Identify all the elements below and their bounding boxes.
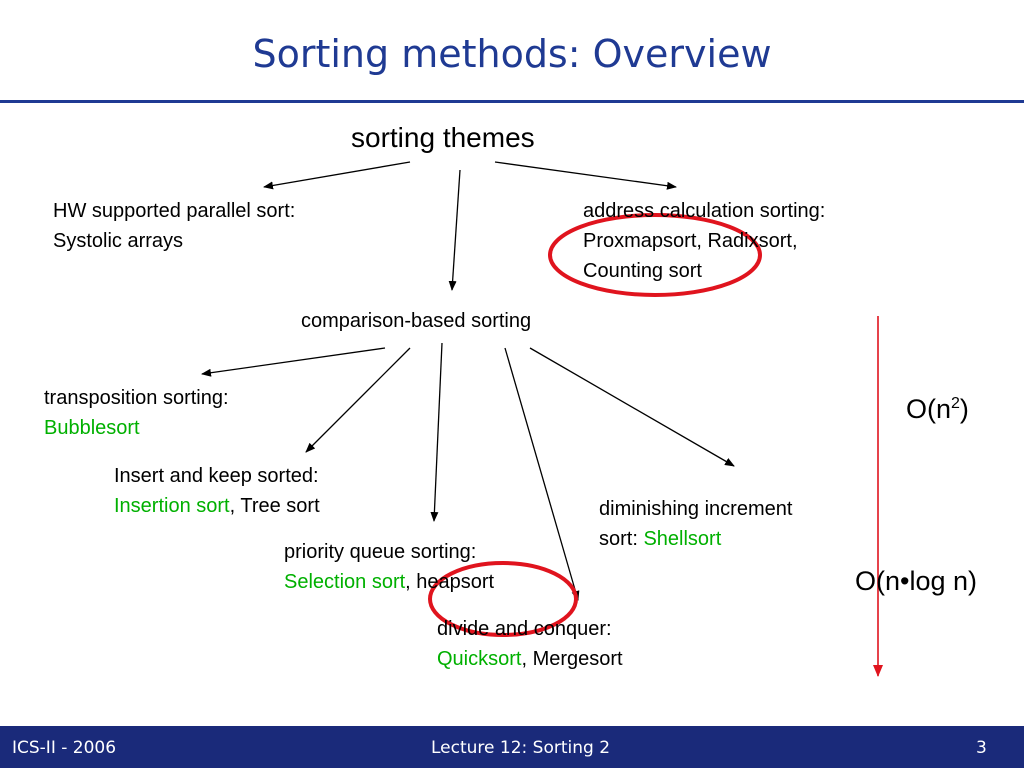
hw-line1: HW supported parallel sort: [53,200,296,222]
address-line3: Counting sort [583,260,702,282]
priority-line1: priority queue sorting: [284,541,477,563]
arrow-root-to-comparison [448,169,461,291]
complexity-quadratic-close: ) [959,394,969,424]
complexity-quadratic-exponent: 2 [951,395,960,412]
diminishing-line1: diminishing increment [599,498,793,520]
diminishing-algo: Shellsort [643,528,722,550]
circle-selection-sort [428,561,578,637]
node-hw-parallel-sort: HW supported parallel sort: Systolic arr… [53,196,295,256]
arrow-comparison-to-transposition [201,347,386,377]
arrow-root-to-hw [263,161,411,190]
arrow-root-to-address [494,161,677,190]
address-line2: Proxmapsort, Radixsort, [583,230,798,252]
divide-line1: divide and conquer: [437,618,612,640]
slide-title: Sorting methods: Overview [252,32,772,76]
divide-rest: , Mergesort [521,648,623,670]
footer-lecture: Lecture 12: Sorting 2 [431,738,611,758]
priority-algo: Selection sort [284,571,406,593]
node-comparison-based: comparison-based sorting [301,310,532,332]
node-divide-conquer: divide and conquer: Quicksort, Mergesort [437,614,623,674]
arrow-comparison-to-priority [430,342,443,522]
insert-algo: Insertion sort [114,495,230,517]
hw-line2: Systolic arrays [53,230,184,252]
node-insert-keep-sorted: Insert and keep sorted: Insertion sort, … [114,461,320,521]
node-priority-queue: priority queue sorting: Selection sort, … [284,537,494,597]
arrow-comparison-to-divide [504,347,580,601]
slide-footer: ICS-II - 2006 Lecture 12: Sorting 2 3 [0,726,1024,768]
transposition-algo: Bubblesort [44,417,140,439]
address-line1: address calculation sorting: [583,200,826,222]
complexity-quadratic-base: O(n [906,394,952,424]
circle-counting-sort [548,213,762,297]
node-sorting-themes: sorting themes [351,122,535,153]
complexity-quadratic: O(n2) [906,394,969,425]
node-address-calculation: address calculation sorting: Proxmapsort… [583,196,825,286]
title-divider [0,100,1024,103]
footer-page-number: 3 [976,738,987,758]
arrow-comparison-to-insert [305,347,411,453]
arrow-comparison-to-diminishing [529,347,735,467]
node-diminishing-increment: diminishing increment sort: Shellsort [599,494,792,554]
complexity-nlogn: O(n•log n) [855,566,978,596]
footer-course: ICS-II - 2006 [12,738,117,758]
priority-rest: , heapsort [405,571,495,593]
insert-rest: , Tree sort [229,495,320,517]
insert-line1: Insert and keep sorted: [114,465,319,487]
diminishing-prefix: sort: [599,528,644,550]
transposition-line1: transposition sorting: [44,387,229,409]
node-transposition: transposition sorting: Bubblesort [44,383,229,443]
divide-algo: Quicksort [437,648,522,670]
